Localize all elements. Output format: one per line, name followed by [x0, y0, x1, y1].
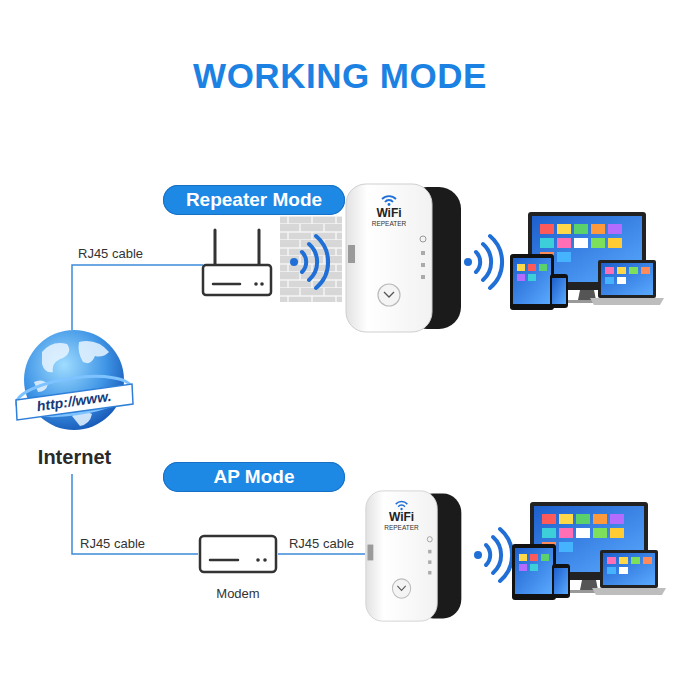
brand-text: WiFi — [365, 511, 438, 524]
text-holder: WiFiREPEATER — [365, 511, 438, 532]
model-text: REPEATER — [365, 524, 438, 532]
text-holder: Internet — [12, 446, 137, 469]
cable-connector — [278, 553, 365, 555]
modem-label: Modem — [188, 586, 288, 601]
modem-box: Modem — [198, 530, 278, 610]
mode-label: Repeater Mode — [186, 189, 322, 211]
repeater-body — [345, 183, 463, 333]
text-holder: Modem — [188, 586, 288, 601]
text-holder: http://www. — [26, 393, 122, 409]
mode-pill: AP Mode — [163, 462, 345, 492]
mode-label: AP Mode — [214, 466, 295, 488]
cable-label: RJ45 cable — [78, 536, 147, 551]
repeater-body — [365, 490, 463, 622]
wifi-repeater: WiFiREPEATER — [345, 183, 463, 333]
internet-globe: http://www. Internet — [12, 322, 137, 474]
internet-label: Internet — [12, 446, 137, 469]
globe-icon — [12, 322, 137, 442]
cable-label: RJ45 cable — [76, 246, 145, 261]
mode-pill: Repeater Mode — [163, 185, 345, 215]
wifi-repeater: WiFiREPEATER — [365, 490, 463, 622]
model-text: REPEATER — [345, 220, 433, 228]
text-holder: WiFiREPEATER — [345, 207, 433, 228]
modem-icon — [198, 530, 278, 578]
diagram-title: WORKING MODE — [0, 56, 680, 96]
brand-text: WiFi — [345, 207, 433, 220]
cable-label: RJ45 cable — [287, 536, 356, 551]
